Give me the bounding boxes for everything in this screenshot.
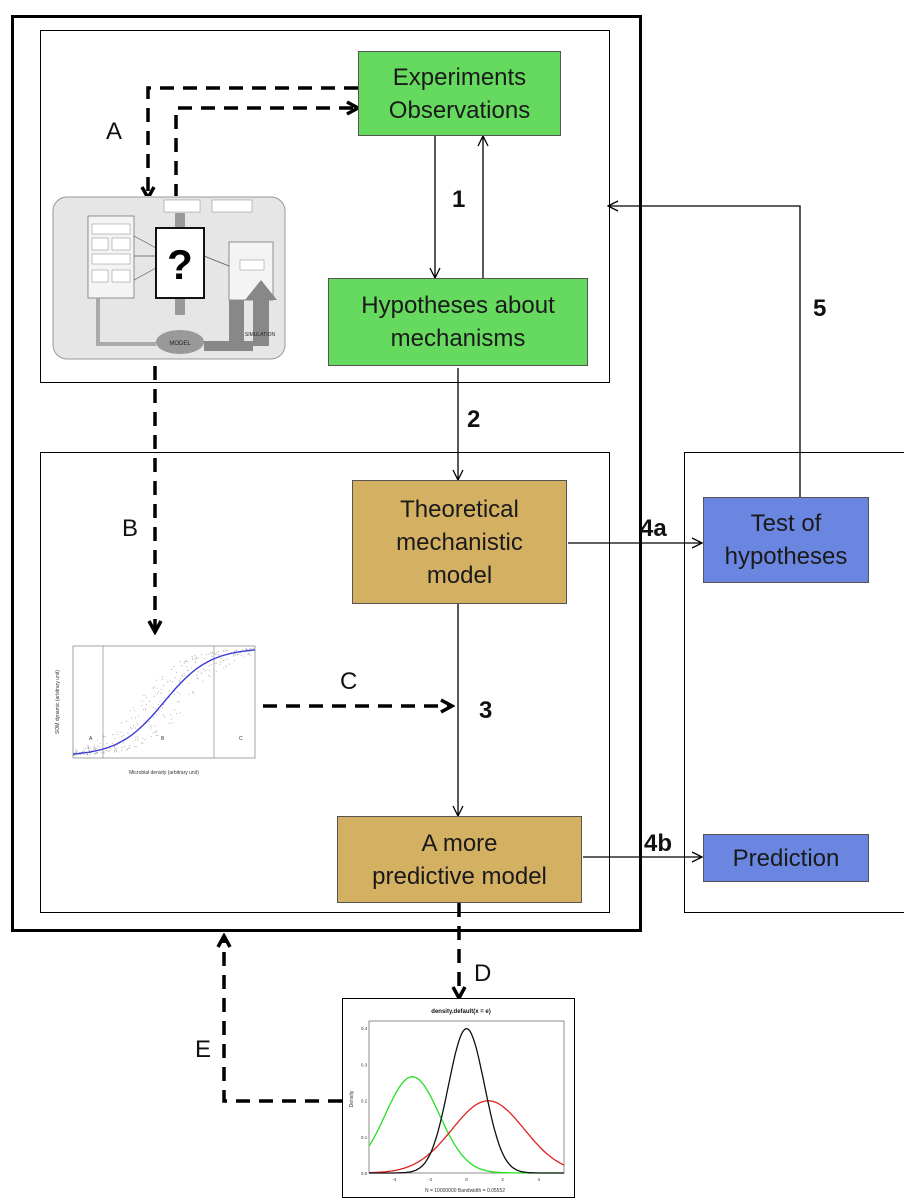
region-c-label: C: [239, 736, 243, 742]
region-a-label: A: [89, 736, 93, 742]
concept-diagram-thumbnail: MODEL SIMULATION ?: [52, 196, 286, 360]
density-footer: N = 10000000 Bandwidth = 0.05552: [425, 1188, 505, 1194]
density-xtick: 2: [501, 1177, 504, 1182]
predictive-model-box: A more predictive model: [337, 816, 582, 903]
density-ytick: 0.4: [361, 1026, 368, 1031]
thumb-simulation-label: SIMULATION: [245, 332, 276, 338]
arrow-5: [608, 206, 801, 497]
density-ytick: 0.2: [361, 1099, 368, 1104]
density-title: density.default(x = e): [431, 1009, 490, 1015]
label-B: B: [122, 515, 139, 542]
label-D: D: [474, 960, 492, 987]
label-5: 5: [813, 295, 827, 322]
density-xtick: 0: [465, 1177, 468, 1182]
sigmoid-plot-thumbnail: A B C Microbial density (arbitrary unit)…: [49, 636, 260, 781]
theoretical-model-box: Theoretical mechanistic model: [352, 480, 567, 604]
thumb-model-label: MODEL: [169, 341, 191, 347]
hypotheses-box: Hypotheses about mechanisms: [328, 278, 588, 366]
question-mark: ?: [167, 241, 193, 288]
density-ytick: 0.1: [361, 1135, 368, 1140]
label-C: C: [340, 668, 358, 695]
test-of-hypotheses-box: Test of hypotheses: [703, 497, 869, 583]
density-ylabel: Density: [349, 1090, 355, 1107]
label-2: 2: [467, 406, 481, 433]
experiments-observations-box: Experiments Observations: [358, 51, 561, 136]
label-4a: 4a: [640, 515, 667, 542]
label-3: 3: [479, 697, 493, 724]
density-xtick: 4: [537, 1177, 540, 1182]
density-ytick: 0.3: [361, 1062, 368, 1067]
arrow-E: [224, 936, 342, 1103]
label-E: E: [195, 1036, 212, 1063]
arrow-A-down: [148, 86, 358, 198]
label-4b: 4b: [644, 830, 673, 857]
application-panel: [684, 452, 904, 913]
sigmoid-ylabel: SOM dynamic (arbitrary unit): [55, 670, 61, 734]
label-1: 1: [452, 186, 466, 213]
arrow-A-up: [174, 108, 358, 198]
sigmoid-xlabel: Microbial density (arbitrary unit): [129, 770, 199, 776]
region-b-label: B: [161, 736, 165, 742]
density-xtick: -4: [392, 1177, 396, 1182]
modeling-panel: [40, 452, 610, 913]
prediction-box: Prediction: [703, 834, 869, 882]
label-A: A: [106, 118, 123, 145]
density-ytick: 0.0: [361, 1171, 368, 1176]
outer-frame: [11, 15, 642, 932]
density-xtick: -2: [428, 1177, 432, 1182]
density-plot-thumbnail: density.default(x = e) 0.0 0.1 0.2 0.3 0.4 -4…: [342, 998, 575, 1198]
